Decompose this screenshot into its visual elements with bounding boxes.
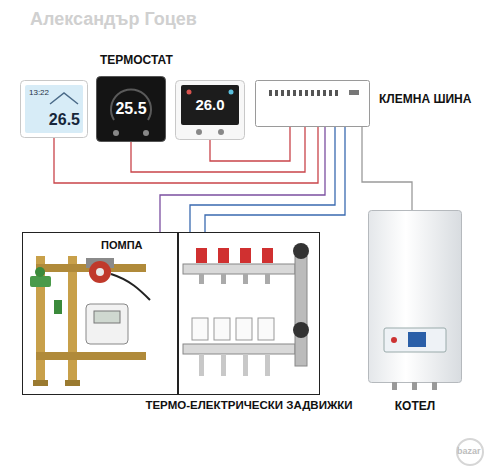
button-icon <box>218 129 224 135</box>
thermostat-screen <box>25 85 83 133</box>
manifold-illustration <box>183 264 295 274</box>
button-icon <box>196 129 202 135</box>
dial-arc <box>111 89 151 120</box>
terminal <box>275 90 278 96</box>
button-icon <box>113 130 119 136</box>
watermark-logo <box>457 439 483 465</box>
boiler-body <box>369 211 462 383</box>
manifold-illustration <box>265 354 270 376</box>
boiler-knob <box>391 337 397 343</box>
boiler: КОТЕЛ <box>368 210 462 390</box>
status-icon <box>187 90 192 95</box>
node-text: КОТЕЛ <box>395 400 435 413</box>
pump-illustration <box>111 274 150 300</box>
manifold-box: ТЕРМО-ЕЛЕКТРИЧЕСКИ ЗАДВИЖКИ <box>178 232 320 395</box>
node-text: ТЕРМО-ЕЛЕКТРИЧЕСКИ ЗАДВИЖКИ <box>145 399 352 412</box>
terminal <box>305 90 308 96</box>
pump-box: ПОМПА <box>22 232 178 395</box>
manifold-illustration <box>265 274 270 284</box>
pump-illustration <box>96 268 104 276</box>
node-text: 25.5 <box>115 100 146 118</box>
thermostat: 25.5 <box>96 76 166 142</box>
pump-illustration <box>30 276 51 287</box>
terminal <box>299 90 302 96</box>
terminal <box>329 90 332 96</box>
terminal <box>323 90 326 96</box>
wire <box>205 127 345 232</box>
node-text: 26.5 <box>49 111 80 129</box>
terminal <box>311 90 314 96</box>
terminal <box>317 90 320 96</box>
node-text: 13:22 <box>29 89 49 98</box>
status-icon <box>229 90 234 95</box>
manifold-illustration <box>183 344 295 354</box>
terminal-strip-outline <box>255 80 370 127</box>
pump-illustration <box>65 380 80 386</box>
manifold-illustration <box>293 243 309 259</box>
terminal <box>293 90 296 96</box>
manifold-illustration <box>196 248 207 263</box>
boiler-outline <box>368 210 462 390</box>
thermostat: 26.0 <box>175 80 245 140</box>
manifold-illustration <box>240 248 251 263</box>
thermostat-screen <box>181 85 239 125</box>
watermark: Александър Гоцев <box>30 10 197 30</box>
thermostat-frame <box>21 81 88 138</box>
pump-illustration <box>86 304 128 344</box>
manifold-illustration <box>183 243 309 376</box>
thermostat-frame <box>97 77 166 142</box>
manifold-illustration <box>262 248 273 263</box>
terminal-led <box>349 90 359 95</box>
pump-illustration <box>94 311 120 323</box>
pump-illustration <box>36 352 146 360</box>
manifold-illustration <box>199 354 204 376</box>
terminal <box>335 90 338 96</box>
pump-illustration <box>68 256 77 386</box>
node-text: ПОМПА <box>99 239 144 251</box>
boiler-pipe <box>412 382 417 390</box>
watermark: bazar <box>457 447 481 457</box>
boiler-display <box>408 332 426 347</box>
pump-illustration <box>30 256 150 386</box>
node-text: 26.0 <box>195 97 224 114</box>
wire <box>210 127 290 161</box>
manifold-illustration <box>293 322 309 338</box>
watermark-logo <box>457 439 483 465</box>
terminal <box>269 90 272 96</box>
manifold-illustration <box>218 248 229 263</box>
terminal <box>281 90 284 96</box>
boiler-pipe <box>392 382 397 390</box>
node-text: КЛЕМНА ШИНА <box>379 93 471 106</box>
manifold-illustration <box>192 318 208 340</box>
thermostat-frame <box>176 81 245 140</box>
manifold-illustration <box>199 274 204 284</box>
house-icon <box>50 93 78 104</box>
manifold-illustration <box>221 274 226 284</box>
pump-illustration <box>35 267 45 277</box>
pump-illustration <box>54 300 62 314</box>
terminal-box <box>256 81 370 127</box>
thermostat: 13:22 26.5 <box>20 80 88 138</box>
boiler-panel <box>384 328 446 352</box>
terminal <box>287 90 290 96</box>
manifold-illustration <box>243 354 248 376</box>
manifold-illustration <box>221 354 226 376</box>
pump-illustration <box>33 380 48 386</box>
wire <box>362 127 412 210</box>
manifold-illustration <box>295 256 307 366</box>
boiler-pipe <box>432 382 437 390</box>
group-title: ТЕРМОСТАТ <box>100 54 173 67</box>
terminal-strip: КЛЕМНА ШИНА <box>255 80 370 127</box>
manifold-illustration <box>258 318 274 340</box>
manifold-illustration <box>243 274 248 284</box>
pump-illustration <box>89 261 111 283</box>
pump-illustration <box>36 256 45 386</box>
button-icon <box>143 130 149 136</box>
manifold-illustration <box>236 318 252 340</box>
manifold-illustration <box>214 318 230 340</box>
wire <box>160 127 325 232</box>
wire <box>190 127 335 232</box>
